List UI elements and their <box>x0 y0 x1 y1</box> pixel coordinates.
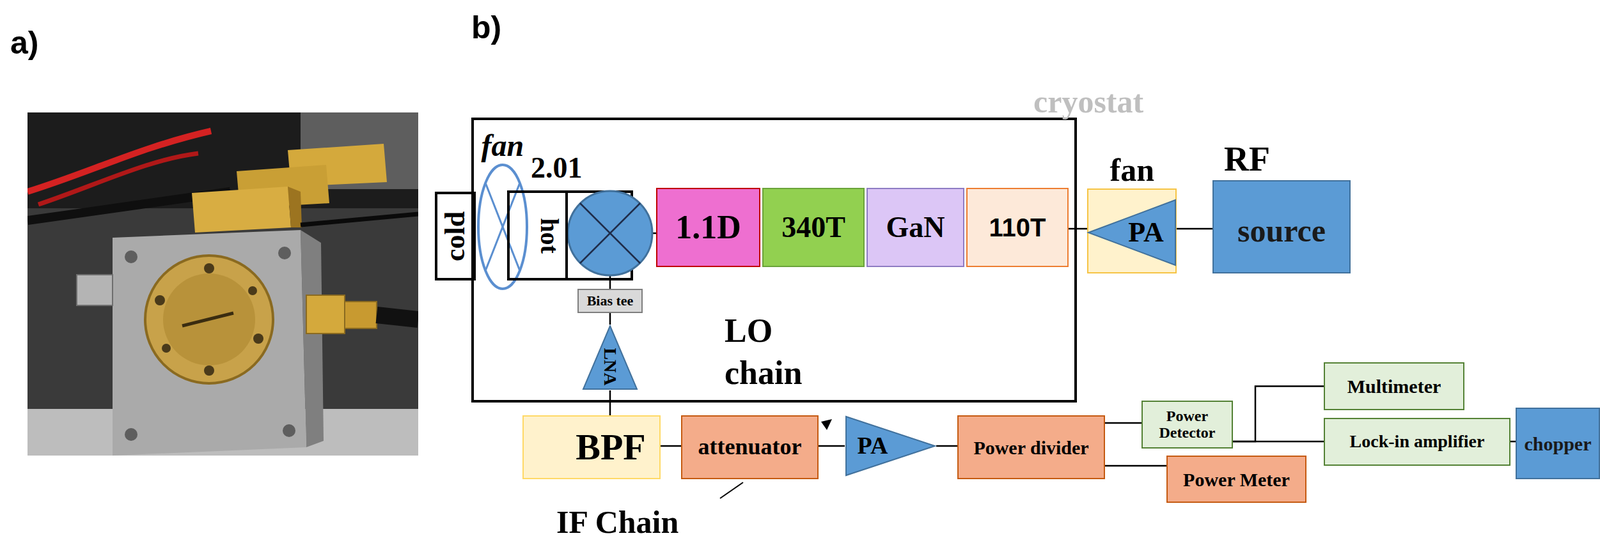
sma-connector <box>344 301 377 329</box>
mount-block <box>112 230 307 456</box>
connector <box>1510 441 1516 444</box>
photo-background <box>27 112 419 456</box>
node-label: Multimeter <box>1347 376 1442 398</box>
triangle-outline <box>583 326 637 390</box>
disc-hole <box>253 333 264 345</box>
arrowhead-mark <box>821 419 832 431</box>
node-label: PA <box>1128 217 1164 249</box>
leader-line <box>720 482 744 499</box>
gold-block <box>191 186 291 233</box>
power-meter-box: Power Meter <box>1166 455 1307 504</box>
chain-label: IF Chain <box>556 505 679 541</box>
node-label: 1.1D <box>675 209 742 246</box>
chopper-box: chopper <box>1515 407 1600 480</box>
gold-disc <box>145 255 274 384</box>
node-heading: cryostat <box>1033 84 1144 120</box>
disc-hole <box>203 263 215 274</box>
disc-hole <box>203 365 215 377</box>
node-label: Power divider <box>973 437 1089 459</box>
attenuator-box: attenuator <box>681 415 819 480</box>
mixer-symbol <box>567 191 653 276</box>
sma-connector <box>306 295 345 334</box>
sma-connector <box>76 274 113 306</box>
node-heading: fan <box>1110 152 1155 189</box>
node-label: 110T <box>989 213 1047 242</box>
node-label: chopper <box>1524 433 1592 455</box>
disc-hole <box>248 286 258 296</box>
node-label: cold <box>441 211 470 261</box>
node-label: source <box>1237 213 1326 249</box>
connector <box>1176 228 1213 231</box>
node-label: hot <box>535 218 562 254</box>
connector <box>936 445 958 448</box>
node-label: Lock-in amplifier <box>1349 432 1485 453</box>
panel-label: a) <box>10 25 39 61</box>
node-label: LNA <box>601 347 620 386</box>
instrument-box: Lock-in amplifier <box>1323 418 1511 467</box>
screw-hole <box>278 246 291 260</box>
lna-triangle: LNA <box>581 324 639 391</box>
hot-box-outline <box>567 278 634 281</box>
node-label: attenuator <box>698 434 802 461</box>
node-label: Bias tee <box>587 293 634 309</box>
node-heading: RF <box>1223 140 1271 179</box>
mixer-symbol <box>580 203 641 264</box>
cold-box: cold <box>434 191 476 281</box>
mixer-symbol <box>580 203 641 264</box>
connector <box>1105 422 1142 425</box>
node-label: BPF <box>575 427 646 469</box>
coax-cable <box>376 315 419 320</box>
fan-outline <box>478 164 527 290</box>
connector <box>609 390 612 416</box>
amplifier-triangle: PA <box>844 415 937 478</box>
node-label: PA <box>857 432 889 460</box>
lo-stage-box: GaN <box>866 188 965 268</box>
fan-cross <box>485 182 520 271</box>
screw-hole <box>124 250 138 264</box>
panel-label: b) <box>471 10 502 46</box>
node-label: Power Detector <box>1147 408 1227 441</box>
part-number: 2.01 <box>530 152 583 185</box>
node-label: 340T <box>781 211 846 245</box>
connector <box>1068 228 1088 231</box>
fan-enclosure: fanPA <box>1087 188 1177 274</box>
gold-block <box>287 186 302 228</box>
filter-box: BPF <box>522 415 661 480</box>
screw-hole <box>282 424 296 438</box>
lo-stage-box: 110T <box>966 188 1069 268</box>
bias-tee-box: Bias tee <box>577 289 643 314</box>
connector <box>1232 386 1324 443</box>
amplifier-triangle: PA <box>1087 198 1177 267</box>
screw-hole <box>124 428 138 442</box>
connector <box>1232 441 1324 444</box>
disc-hole <box>161 344 171 353</box>
disc-hole <box>154 295 165 306</box>
triangle-outline <box>1088 200 1176 266</box>
lo-stage-box: 1.1D <box>656 188 761 268</box>
tweezers <box>300 214 419 226</box>
shape-outline <box>477 163 529 291</box>
rf-source-box: RFsource <box>1212 180 1351 274</box>
lo-stage-box: 340T <box>762 188 865 268</box>
node-heading: fan <box>481 129 525 164</box>
triangle-outline <box>846 416 935 476</box>
gold-disc <box>163 273 256 366</box>
instrument-box: Multimeter <box>1323 362 1465 411</box>
divider-box: Power divider <box>957 415 1106 480</box>
connector <box>818 445 845 448</box>
connector <box>1105 465 1167 468</box>
connector <box>609 313 612 325</box>
connector <box>660 445 682 448</box>
hot-box: hot <box>507 190 568 281</box>
red-cable <box>27 131 212 192</box>
fan-symbol: fan <box>477 163 529 291</box>
node-label: GaN <box>886 211 946 245</box>
chain-label: LO chain <box>724 310 831 395</box>
setup-photo <box>27 112 419 456</box>
disc-slot <box>182 313 234 327</box>
fan-cross <box>485 182 520 271</box>
node-label: Power Meter <box>1183 469 1290 491</box>
detector-box: Power Detector <box>1141 400 1233 449</box>
